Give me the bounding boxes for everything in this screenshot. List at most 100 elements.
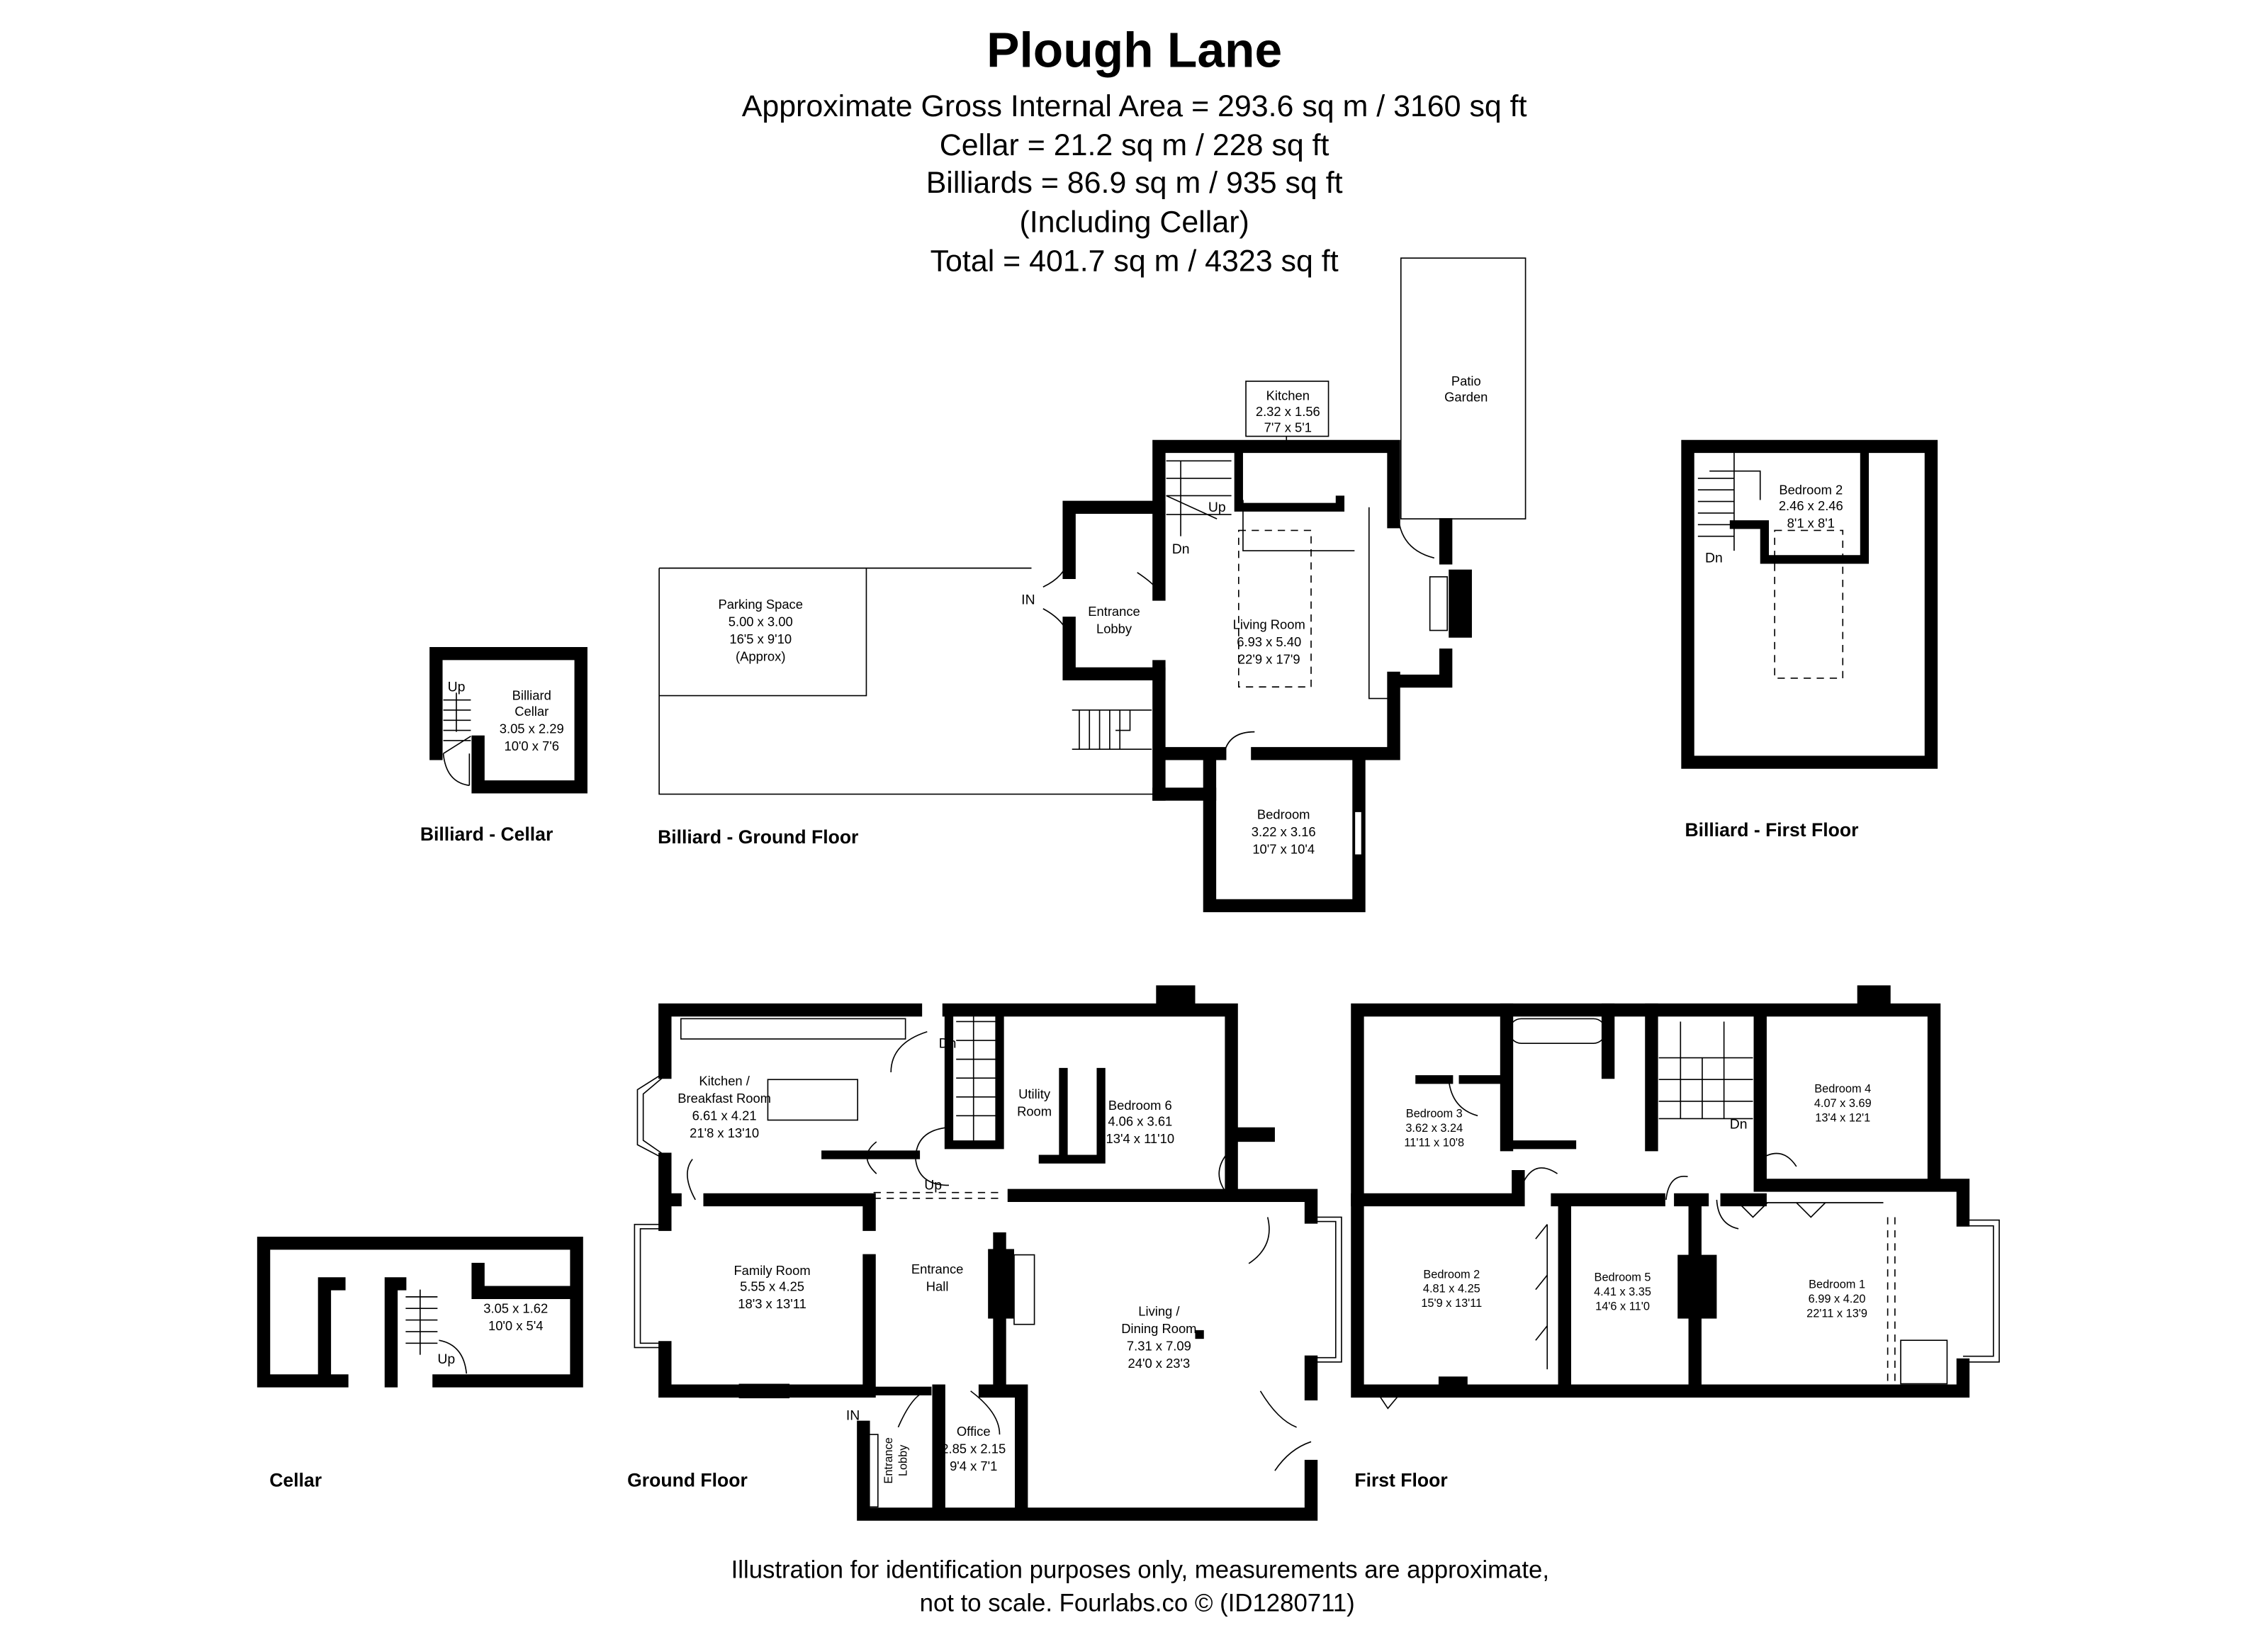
bath-fixture <box>1900 1339 1948 1385</box>
wall <box>658 1003 923 1398</box>
room-size-metric: 3.22 x 3.16 <box>1252 824 1316 839</box>
ground-floor-plan: Kitchen / Breakfast Room 6.61 x 4.21 21'… <box>627 985 1342 1521</box>
room-name: Entrance <box>911 1262 964 1276</box>
billiard-cellar-plan: Billiard Cellar 3.05 x 2.29 10'0 x 7'6 U… <box>420 647 588 845</box>
room-size-metric: 7.31 x 7.09 <box>1127 1339 1191 1354</box>
rug <box>1237 529 1312 688</box>
room-size-metric: 2.46 x 2.46 <box>1779 498 1843 513</box>
room-name: Garden <box>1444 390 1488 405</box>
stairs-down-marker: Dn <box>1730 1117 1748 1133</box>
room-name: Bedroom 1 <box>1809 1279 1865 1291</box>
wall <box>429 647 588 794</box>
room-size-imperial: 10'0 x 7'6 <box>504 738 559 753</box>
room-size-imperial: 10'0 x 5'4 <box>488 1318 544 1333</box>
room-size-metric: 6.93 x 5.40 <box>1237 634 1301 649</box>
room-size-metric: 6.61 x 4.21 <box>692 1108 757 1123</box>
opening <box>873 1191 1000 1199</box>
room-size-imperial: 22'11 x 13'9 <box>1806 1307 1867 1320</box>
stairs <box>443 692 471 754</box>
room-size-metric: 2.85 x 2.15 <box>941 1442 1006 1456</box>
stairs <box>1658 1021 1753 1120</box>
room-size-imperial: 14'6 x 11'0 <box>1595 1300 1650 1313</box>
room-size-metric: 2.32 x 1.56 <box>1256 404 1320 419</box>
room-size-metric: 5.00 x 3.00 <box>729 614 793 629</box>
kitchen-wall <box>1234 447 1345 512</box>
floor-label: Ground Floor <box>627 1470 748 1491</box>
stairs-up-marker: Up <box>1208 500 1226 515</box>
kitchen-label-box <box>1245 381 1329 437</box>
room-name: Hall <box>926 1279 949 1294</box>
disclaimer-line: Illustration for identification purposes… <box>731 1556 1549 1583</box>
cellar-plan: 3.05 x 1.62 10'0 x 5'4 Up Cellar <box>257 1237 583 1491</box>
room-name: Kitchen <box>1266 388 1310 403</box>
wall <box>1681 439 1938 769</box>
entrance-marker: IN <box>1021 592 1035 608</box>
room-name: Bedroom 3 <box>1406 1107 1463 1120</box>
bay-window <box>1962 1219 2000 1363</box>
chimney <box>1156 985 1196 1011</box>
wall <box>1351 1003 1767 1398</box>
stairs <box>915 1014 997 1186</box>
room-name: Breakfast Room <box>678 1091 771 1106</box>
room-size-metric: 4.41 x 3.35 <box>1594 1286 1651 1298</box>
room-name: Entrance <box>1088 604 1140 619</box>
rug <box>1774 529 1844 679</box>
stairs-down-marker: Dn <box>1705 550 1723 566</box>
room-name: Bedroom 6 <box>1108 1098 1172 1113</box>
room-size-imperial: 15'9 x 13'11 <box>1421 1297 1482 1310</box>
wall <box>1729 447 1870 564</box>
billiard-first-plan: Bedroom 2 2.46 x 2.46 8'1 x 8'1 Dn Billi… <box>1681 439 1938 841</box>
stairs-up-marker: Up <box>437 1352 455 1367</box>
door <box>1042 524 1434 754</box>
wall <box>1062 500 1217 801</box>
room-size-imperial: 18'3 x 13'11 <box>738 1296 806 1311</box>
room-size-imperial: 22'9 x 17'9 <box>1238 652 1300 667</box>
kitchen-counter <box>680 1018 906 1040</box>
room-note: (Approx) <box>736 648 785 663</box>
room-name: Kitchen / <box>699 1073 750 1088</box>
stairs-down-marker: Dn <box>939 1035 957 1051</box>
room-name: Dining Room <box>1121 1321 1196 1336</box>
bay-window <box>634 1223 665 1349</box>
bay-window <box>1376 1390 1403 1410</box>
floor-label: Billiard - Cellar <box>420 824 553 845</box>
billiard-ground-plan: Parking Space 5.00 x 3.00 16'5 x 9'10 (A… <box>658 257 1527 913</box>
room-name: Family Room <box>733 1263 810 1278</box>
wall <box>1391 518 1453 688</box>
area-line: Billiards = 86.9 sq m / 935 sq ft <box>926 166 1343 200</box>
room-size-imperial: 21'8 x 13'10 <box>690 1125 759 1140</box>
fireplace <box>1677 1254 1717 1319</box>
area-line: Cellar = 21.2 sq m / 228 sq ft <box>940 128 1329 162</box>
room-size-imperial: 10'7 x 10'4 <box>1252 841 1315 856</box>
room-name: Billiard <box>512 688 551 703</box>
wall <box>1415 1075 1577 1150</box>
wall <box>257 1237 583 1388</box>
entrance-marker: IN <box>846 1408 860 1424</box>
fireplace <box>1438 1376 1468 1391</box>
room-size-metric: 4.81 x 4.25 <box>1423 1283 1480 1296</box>
stairs <box>1697 452 1761 551</box>
stairs <box>1072 460 1232 750</box>
room-name: Parking Space <box>718 597 803 612</box>
stairs <box>405 1289 438 1355</box>
area-line: Total = 401.7 sq m / 4323 sq ft <box>931 245 1339 279</box>
header: Plough Lane Approximate Gross Internal A… <box>742 22 1527 278</box>
floor-label: Cellar <box>269 1470 322 1491</box>
wall <box>1152 439 1400 913</box>
stairs-up-marker: Up <box>448 679 466 695</box>
room-name: Lobby <box>1096 622 1132 636</box>
area-line: Approximate Gross Internal Area = 293.6 … <box>742 89 1527 123</box>
door <box>1448 1079 1797 1230</box>
room-size-metric: 6.99 x 4.20 <box>1809 1293 1866 1305</box>
room-size-metric: 3.05 x 1.62 <box>483 1300 548 1315</box>
room-size-metric: 4.06 x 3.61 <box>1108 1114 1172 1129</box>
room-name: Office <box>957 1424 991 1439</box>
wall <box>1351 1003 1970 1398</box>
room-name: Bedroom 2 <box>1779 482 1843 497</box>
wardrobes <box>1535 1202 1884 1370</box>
area-line: (Including Cellar) <box>1019 205 1249 239</box>
room-size-metric: 5.55 x 4.25 <box>740 1279 804 1294</box>
floor-label: Billiard - Ground Floor <box>658 826 858 848</box>
chimney <box>1857 985 1891 1011</box>
